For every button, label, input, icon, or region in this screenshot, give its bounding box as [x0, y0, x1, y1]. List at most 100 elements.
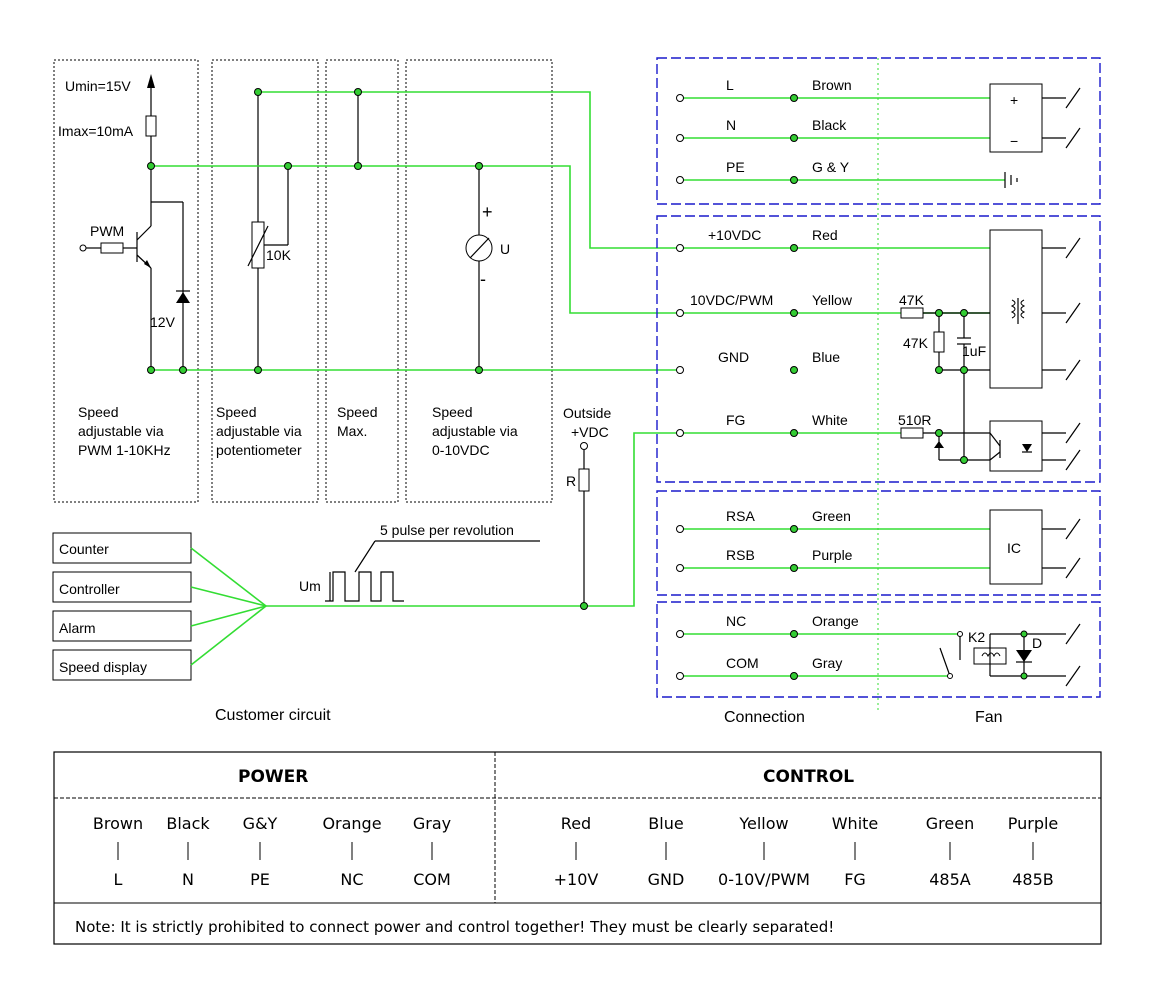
- power-color-3: Orange: [322, 814, 381, 833]
- max-caption-1: Speed: [337, 404, 377, 420]
- customer-caption: Customer circuit: [215, 707, 331, 724]
- wire-gray: Gray: [812, 655, 842, 671]
- power-color-4: Gray: [413, 814, 451, 833]
- d-label: D: [1032, 635, 1042, 651]
- control-signal-5: 485B: [1012, 870, 1054, 889]
- cap-label: 1uF: [962, 343, 986, 359]
- driver-block: [989, 229, 1043, 389]
- wire-black: Black: [812, 117, 847, 133]
- sig-com: COM: [726, 655, 759, 671]
- wire-orange: Orange: [812, 613, 859, 629]
- pwm-caption-1: Speed: [78, 404, 118, 420]
- wire-red: Red: [812, 227, 838, 243]
- ic-label: IC: [1007, 540, 1021, 556]
- power-header: POWER: [238, 767, 308, 787]
- svg-text:−: −: [1010, 133, 1018, 149]
- connection-caption: Connection: [724, 709, 805, 726]
- diode-icon: [1016, 650, 1032, 662]
- pot-caption-1: Speed: [216, 404, 256, 420]
- control-signal-1: GND: [648, 870, 685, 889]
- sig-pe: PE: [726, 159, 745, 175]
- row-terminals: [676, 94, 798, 680]
- sig-nc: NC: [726, 613, 746, 629]
- junctions: [147, 88, 588, 610]
- control-signal-3: FG: [844, 870, 866, 889]
- transformer-icon: [1010, 299, 1026, 319]
- power-color-2: G&Y: [243, 814, 278, 833]
- control-group: [656, 215, 1101, 483]
- umin-label: Umin=15V: [65, 78, 131, 94]
- alarm-box: [52, 610, 192, 642]
- r-label: R: [566, 473, 576, 489]
- volt-caption-2: adjustable via: [432, 423, 518, 439]
- power-color-1: Black: [166, 814, 210, 833]
- svg-text:-: -: [480, 269, 486, 289]
- relay-switch-icon: [939, 647, 951, 677]
- resistor-icon: [900, 307, 924, 319]
- volt-caption-1: Speed: [432, 404, 472, 420]
- device-speed-display: Speed display: [59, 659, 147, 675]
- um-label: Um: [299, 578, 321, 594]
- sig-pwm: 10VDC/PWM: [690, 292, 773, 308]
- control-color-4: Green: [926, 814, 974, 833]
- control-color-0: Red: [561, 814, 591, 833]
- sig-10vdc: +10VDC: [708, 227, 761, 243]
- device-controller: Controller: [59, 581, 120, 597]
- speed-display-box: [52, 649, 192, 681]
- max-caption-2: Max.: [337, 423, 367, 439]
- sig-n: N: [726, 117, 736, 133]
- control-signal-2: 0-10V/PWM: [718, 870, 810, 889]
- r47-label-a: 47K: [899, 292, 925, 308]
- pulse-label: 5 pulse per revolution: [380, 522, 514, 538]
- voltage-panel: [405, 59, 553, 503]
- power-color-0: Brown: [93, 814, 143, 833]
- zener-diode-icon: [934, 441, 944, 448]
- r510-label: 510R: [898, 412, 931, 428]
- wire-white: White: [812, 412, 848, 428]
- power-signal-4: COM: [413, 870, 451, 889]
- control-color-1: Blue: [648, 814, 683, 833]
- wire-purple: Purple: [812, 547, 853, 563]
- optocoupler-icon: [989, 420, 1043, 472]
- device-counter: Counter: [59, 541, 109, 557]
- volt-caption-3: 0-10VDC: [432, 442, 490, 458]
- pot-label: 10K: [266, 247, 292, 263]
- wire-table: POWER CONTROL BrownLBlackNG&YPEOrangeNCG…: [53, 751, 1102, 945]
- potentiometer-panel: [211, 59, 319, 503]
- customer-circuit: Umin=15V Imax=10mA PWM 12V 10K + - U Spe…: [52, 59, 611, 724]
- outside-label-1: Outside: [563, 405, 611, 421]
- wire-blue: Blue: [812, 349, 840, 365]
- sig-fg: FG: [726, 412, 745, 428]
- resistor-icon: [100, 242, 124, 254]
- pot-caption-3: potentiometer: [216, 442, 302, 458]
- control-signal-4: 485A: [929, 870, 971, 889]
- green-wires: [151, 58, 1005, 710]
- sig-rsb: RSB: [726, 547, 755, 563]
- wire-gy: G & Y: [812, 159, 850, 175]
- k2-label: K2: [968, 629, 985, 645]
- r47-label-b: 47K: [903, 335, 929, 351]
- power-signal-0: L: [114, 870, 123, 889]
- device-alarm: Alarm: [59, 620, 96, 636]
- pwm-label: PWM: [90, 223, 124, 239]
- wire-yellow: Yellow: [812, 292, 853, 308]
- pwm-panel: [53, 59, 199, 503]
- max-speed-panel: [325, 59, 399, 503]
- fan-caption: Fan: [975, 709, 1003, 726]
- power-supply-icon: [989, 83, 1043, 153]
- relay-group: [656, 601, 1101, 698]
- resistor-icon: [578, 468, 590, 492]
- resistor-icon: [900, 427, 924, 439]
- resistor-icon: [933, 331, 945, 353]
- wire-green: Green: [812, 508, 851, 524]
- control-color-5: Purple: [1008, 814, 1059, 833]
- controller-box: [52, 571, 192, 603]
- pot-caption-2: adjustable via: [216, 423, 302, 439]
- power-signal-1: N: [182, 870, 194, 889]
- fan-connection: L Brown N Black PE G & Y +10VDC Red 10VD…: [656, 57, 1101, 726]
- resistor-icon: [145, 115, 157, 137]
- sig-rsa: RSA: [726, 508, 755, 524]
- svg-text:+: +: [482, 202, 493, 222]
- rs485-group: [656, 490, 1101, 596]
